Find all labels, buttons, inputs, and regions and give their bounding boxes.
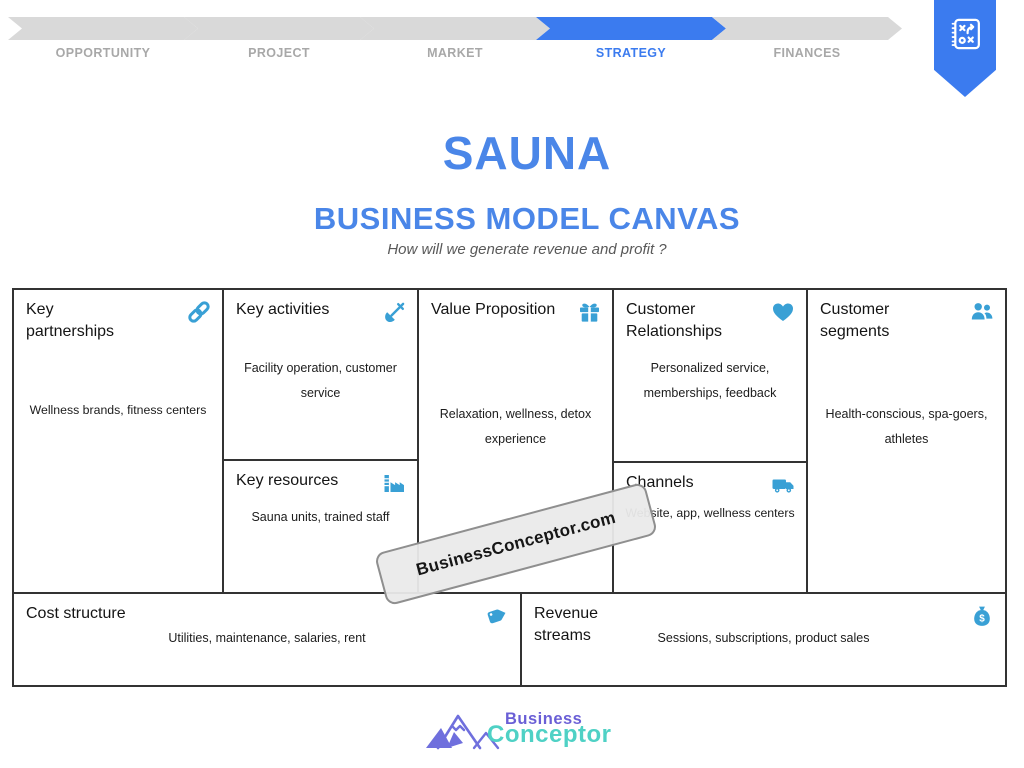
tag-icon	[487, 609, 506, 624]
stepper-item-strategy[interactable]: STRATEGY	[536, 17, 726, 63]
cell-content: Relaxation, wellness, detox experience	[439, 407, 592, 446]
cell-title: Customer Relationships	[626, 301, 723, 341]
chevron-shape	[8, 17, 198, 40]
page-subtitle: BUSINESS MODEL CANVAS	[313, 201, 741, 236]
stepper-label: MARKET	[427, 46, 483, 60]
gift-icon	[580, 303, 599, 322]
stepper-item-market[interactable]: MARKET	[360, 17, 550, 63]
cell-header: Key partnerships	[14, 290, 222, 343]
cell-header: Key resources	[224, 461, 417, 495]
cell-title: Key activities	[236, 301, 330, 318]
page-title: SAUNA	[442, 127, 612, 179]
brand-name-conceptor: Conceptor	[487, 721, 612, 748]
cell-content: Website, app, wellness centers	[625, 506, 795, 520]
footer-logo: Business Conceptor	[0, 700, 1024, 760]
cell-header: Cost structure	[14, 594, 520, 628]
brand-name-business: Business	[505, 710, 583, 728]
cell-content: Utilities, maintenance, salaries, rent	[168, 631, 366, 645]
stepper-item-finances[interactable]: FINANCES	[712, 17, 902, 63]
cell-title: Key partnerships	[26, 301, 115, 341]
stepper-label: OPPORTUNITY	[55, 46, 151, 60]
people-icon	[971, 303, 993, 320]
cell-header: Customer Relationships	[614, 290, 806, 343]
cell-title: Customer segments	[820, 301, 890, 341]
cell-key-partnerships: Key partnerships Wellness brands, fitnes…	[12, 288, 224, 594]
cell-title: Revenue streams	[534, 605, 599, 645]
cell-customer-relationships: Customer Relationships Personalized serv…	[612, 288, 808, 463]
cell-content: Wellness brands, fitness centers	[29, 403, 207, 417]
strategy-bookmark-ribbon[interactable]	[934, 0, 996, 97]
mountain-logo-icon	[426, 714, 500, 750]
stepper-label: STRATEGY	[595, 46, 667, 60]
cell-content: Sauna units, trained staff	[251, 510, 390, 524]
cell-header: Customer segments	[808, 290, 1005, 343]
shovel-icon	[385, 302, 405, 323]
link-icon	[188, 301, 210, 323]
cell-cost-structure: Cost structure Utilities, maintenance, s…	[12, 592, 522, 687]
cell-header: Revenue streams $	[522, 594, 1005, 647]
page-tagline: How will we generate revenue and profit …	[387, 241, 667, 258]
cell-revenue-streams: Revenue streams $ Sessions, subscription…	[520, 592, 1007, 687]
chevron-shape	[536, 17, 726, 40]
cell-content: Personalized service, memberships, feedb…	[643, 361, 777, 400]
cell-customer-segments: Customer segments Health-conscious, spa-…	[806, 288, 1007, 594]
heart-icon	[773, 303, 793, 321]
cell-title: Cost structure	[26, 605, 126, 622]
chevron-shape	[712, 17, 902, 40]
strategy-playbook-icon	[951, 18, 980, 50]
factory-icon	[384, 475, 404, 492]
cell-content: Facility operation, customer service	[244, 361, 397, 400]
cell-key-activities: Key activities Facility operation, custo…	[222, 288, 419, 461]
money-bag-icon: $	[974, 606, 990, 626]
cell-title: Key resources	[236, 472, 339, 489]
svg-text:$: $	[979, 614, 985, 625]
stepper-label: PROJECT	[248, 46, 310, 60]
stepper-label: FINANCES	[773, 46, 841, 60]
chevron-shape	[184, 17, 374, 40]
chevron-shape	[360, 17, 550, 40]
truck-icon	[772, 479, 794, 493]
cell-content: Health-conscious, spa-goers, athletes	[825, 407, 988, 446]
stepper-item-project[interactable]: PROJECT	[184, 17, 374, 63]
stepper-item-opportunity[interactable]: OPPORTUNITY	[8, 17, 198, 63]
cell-content: Sessions, subscriptions, product sales	[657, 631, 870, 645]
cell-header: Value Proposition	[419, 290, 612, 324]
cell-title: Value Proposition	[431, 301, 556, 318]
cell-header: Key activities	[224, 290, 417, 324]
